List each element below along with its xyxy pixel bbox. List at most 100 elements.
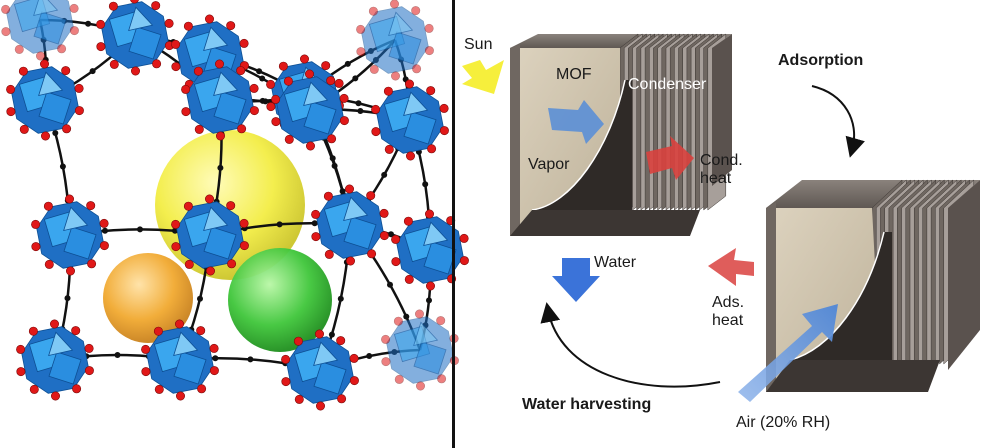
oxygen-atom [176,391,186,401]
adsorption-label: Adsorption [778,52,864,69]
zirconium-cluster [181,59,259,141]
oxygen-atom [227,259,237,269]
water-label: Water [594,254,637,271]
zirconium-cluster [381,309,459,391]
oxygen-atom [381,357,391,367]
carbon-atom [344,60,351,67]
oxygen-atom [1,27,11,37]
oxygen-atom [175,319,185,329]
oxygen-atom [381,334,391,344]
oxygen-atom [266,102,276,112]
zirconium-cluster [356,0,434,81]
oxygen-atom [427,144,437,154]
oxygen-atom [459,256,469,266]
oxygen-atom [171,219,181,229]
oxygen-atom [109,59,119,69]
oxygen-atom [209,366,219,376]
oxygen-atom [130,0,139,4]
oxygen-atom [18,66,28,76]
oxygen-atom [324,249,334,259]
carbon-atom [172,227,178,234]
oxygen-atom [349,376,359,386]
oxygen-atom [379,231,389,241]
oxygen-atom [315,401,325,411]
water-harvesting-cycle-arrow [540,302,721,388]
oxygen-atom [345,256,355,266]
carbon-atom [247,356,254,363]
oxygen-atom [284,134,294,144]
oxygen-atom [131,66,141,76]
oxygen-atom [249,106,259,116]
oxygen-atom [183,21,193,31]
carbon-atom [212,355,219,362]
oxygen-atom [390,71,400,81]
oxygen-atom [391,234,401,244]
oxygen-atom [405,151,415,161]
oxygen-atom [271,117,281,127]
carbon-atom [328,331,335,338]
oxygen-atom [50,391,60,401]
oxygen-atom [426,86,436,96]
oxygen-atom [44,259,54,269]
oxygen-atom [35,51,45,61]
oxygen-atom [337,394,347,404]
oxygen-atom [311,232,321,242]
oxygen-atom [39,59,49,69]
oxygen-atom [49,319,59,329]
oxygen-atom [164,18,174,28]
oxygen-atom [323,191,333,201]
cond-heat-label-line1: Cond. [700,152,743,169]
zirconium-cluster [311,184,389,266]
carbon-atom [366,353,373,359]
carbon-atom [137,226,143,233]
ads-heat-label-line2: heat [712,312,744,329]
oxygen-atom [206,266,216,276]
water-harvesting-schematic [462,33,980,402]
oxygen-atom [61,66,71,76]
oxygen-atom [216,131,226,141]
oxygen-atom [1,4,11,14]
oxygen-atom [194,124,204,134]
oxygen-atom [439,126,449,136]
mof-crystal-structure-image [0,0,469,448]
oxygen-atom [356,24,366,34]
green-pore-sphere [228,248,332,352]
carbon-atom [337,295,344,302]
oxygen-atom [437,374,447,384]
ads-heat-label-line1: Ads. [712,294,745,311]
carbon-atom [381,171,388,178]
oxygen-atom [339,93,349,103]
oxygen-atom [181,84,191,94]
carbon-atom [259,75,266,82]
oxygen-atom [87,259,97,269]
carbon-atom [102,227,108,234]
oxygen-atom [403,216,413,226]
oxygen-atom [393,316,403,326]
carbon-atom [276,221,283,228]
carbon-atom [352,75,359,82]
adsorption-cycle-arrow [811,85,865,158]
oxygen-atom [153,326,163,336]
carbon-atom [217,164,224,171]
carbon-atom [426,297,432,304]
carbon-atom [387,281,393,288]
oxygen-atom [404,274,414,284]
sun-label: Sun [464,36,493,53]
carbon-atom [114,352,121,358]
oxygen-atom [349,353,359,363]
oxygen-atom [141,367,151,377]
oxygen-atom [383,86,393,96]
oxygen-atom [314,329,324,339]
condenser-label: Condenser [628,76,707,93]
zirconium-cluster [16,319,94,401]
oxygen-atom [236,66,246,76]
zirconium-cluster [271,69,349,151]
oxygen-atom [171,39,181,49]
oxygen-atom [84,366,94,376]
cond-heat-label-line2: heat [700,170,732,187]
oxygen-atom [66,266,76,276]
carbon-atom [403,313,410,320]
oxygen-atom [171,62,181,72]
oxygen-atom [281,377,291,387]
